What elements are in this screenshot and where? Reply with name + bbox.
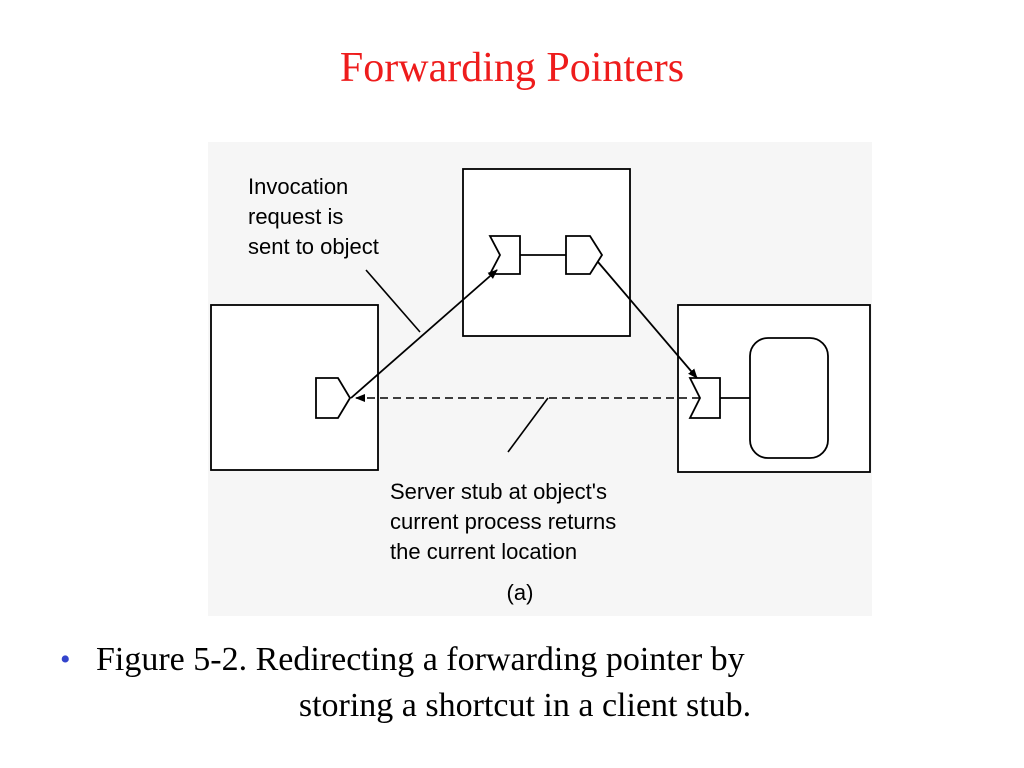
current-server-stub-shape [688, 377, 721, 419]
invocation-label-pointer [365, 269, 421, 333]
invocation-label: Invocation request is sent to object [248, 174, 379, 259]
server-stub-label-line-1: Server stub at object's [390, 479, 607, 504]
server-stub-label-line-2: current process returns [390, 509, 616, 534]
object-shape [749, 337, 829, 459]
bullet-line-2: storing a shortcut in a client stub. [298, 687, 752, 724]
server-stub-label-pointer [507, 397, 549, 453]
slide-title: Forwarding Pointers [339, 45, 685, 91]
bullet-line-1: Figure 5-2. Redirecting a forwarding poi… [96, 641, 745, 678]
intermediate-server-stub-shape [488, 235, 521, 275]
invocation-label-line-1: Invocation [248, 174, 348, 199]
intermediate-process-box [462, 168, 631, 337]
server-stub-label-line-3: the current location [390, 539, 577, 564]
invocation-label-line-2: request is [248, 204, 343, 229]
forward-arrow [597, 261, 698, 379]
invocation-arrow [350, 269, 498, 399]
diagram-caption: (a) [507, 580, 534, 605]
client-process-box [210, 304, 379, 471]
intermediate-client-stub-shape [565, 235, 604, 275]
client-stub-shape [315, 377, 352, 419]
forwarding-pointer-diagram: Invocation request is sent to object Ser… [208, 142, 872, 616]
server-stub-label: Server stub at object's current process … [390, 479, 622, 564]
invocation-label-line-3: sent to object [248, 234, 379, 259]
bullet-marker: • [60, 643, 71, 676]
